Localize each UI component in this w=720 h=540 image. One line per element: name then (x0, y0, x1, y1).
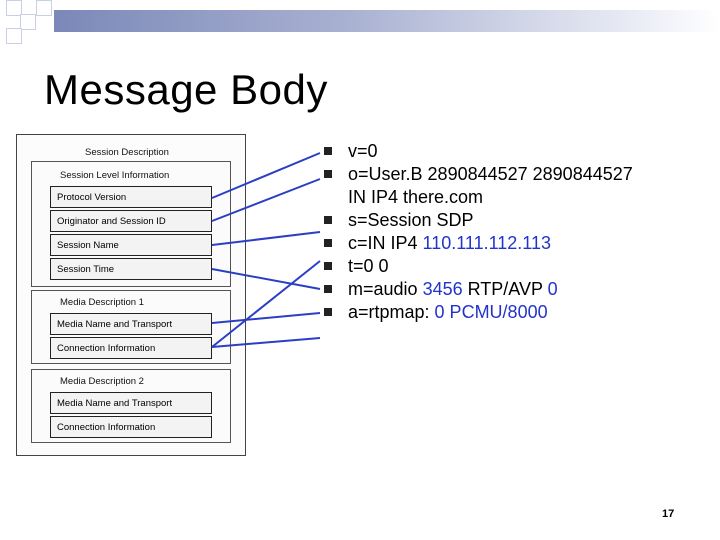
sdp-line-text: RTP/AVP (462, 279, 548, 299)
media1-connection-box: Connection Information (50, 337, 212, 359)
square-bullet-icon (324, 216, 332, 224)
sdp-line-text: 0 PCMU/8000 (434, 302, 548, 322)
media1-name-transport-box: Media Name and Transport (50, 313, 212, 335)
square-bullet-icon (324, 285, 332, 293)
sdp-line-text: a=rtpmap: (348, 302, 435, 322)
media-description-2-panel: Media Description 2 Media Name and Trans… (31, 369, 231, 443)
protocol-version-box: Protocol Version (50, 186, 212, 208)
media-description-2-label: Media Description 2 (60, 376, 144, 387)
session-description-diagram: Session Description Session Level Inform… (16, 134, 246, 456)
protocol-version-label: Protocol Version (57, 191, 127, 203)
sdp-line-text: t=0 0 (348, 256, 389, 276)
session-name-box: Session Name (50, 234, 212, 256)
square-bullet-icon (324, 239, 332, 247)
sdp-line: s=Session SDP (324, 209, 714, 232)
square-bullet-icon (324, 170, 332, 178)
media2-name-transport-box: Media Name and Transport (50, 392, 212, 414)
sdp-line-text: m=audio (348, 279, 423, 299)
sdp-line: v=0 (324, 140, 714, 163)
corner-decoration (0, 0, 60, 50)
sdp-line-text: 3456 (422, 279, 463, 299)
sdp-line: m=audio 3456 RTP/AVP 0 (324, 278, 714, 301)
sdp-line-text: s=Session SDP (348, 210, 474, 230)
media2-name-transport-label: Media Name and Transport (57, 397, 173, 409)
sdp-line-text: 0 (547, 279, 558, 299)
session-level-label: Session Level Information (60, 170, 170, 181)
sdp-lines: v=0 o=User.B 2890844527 2890844527 IN IP4 … (324, 140, 714, 324)
sdp-line-text: v=0 (348, 141, 378, 161)
square-bullet-icon (324, 262, 332, 270)
media-description-1-label: Media Description 1 (60, 297, 144, 308)
session-description-label: Session Description (85, 147, 169, 158)
sdp-line: c=IN IP4 110.111.112.113 (324, 232, 714, 255)
media1-name-transport-label: Media Name and Transport (57, 318, 173, 330)
session-name-label: Session Name (57, 239, 119, 251)
sdp-line-text: c=IN IP4 (348, 233, 423, 253)
session-time-label: Session Time (57, 263, 115, 275)
media1-connection-label: Connection Information (57, 342, 156, 354)
square-bullet-icon (324, 308, 332, 316)
originator-box: Originator and Session ID (50, 210, 212, 232)
sdp-line-text: 110.111.112.113 (422, 233, 551, 253)
media2-connection-box: Connection Information (50, 416, 212, 438)
sdp-line-continuation: IN IP4 there.com (348, 187, 484, 207)
session-time-box: Session Time (50, 258, 212, 280)
page-number: 17 (662, 508, 675, 520)
media2-connection-label: Connection Information (57, 421, 156, 433)
sdp-line: a=rtpmap: 0 PCMU/8000 (324, 301, 714, 324)
page-title: Message Body (44, 66, 328, 113)
sdp-line: o=User.B 2890844527 2890844527 IN IP4 the… (324, 163, 714, 209)
sdp-line: t=0 0 (324, 255, 714, 278)
session-level-panel: Session Level Information Protocol Versi… (31, 161, 231, 287)
media-description-1-panel: Media Description 1 Media Name and Trans… (31, 290, 231, 364)
sdp-line-text: o=User.B 2890844527 2890844527 (348, 164, 633, 184)
square-bullet-icon (324, 147, 332, 155)
title-bar-decoration (54, 10, 719, 32)
originator-label: Originator and Session ID (57, 215, 166, 227)
